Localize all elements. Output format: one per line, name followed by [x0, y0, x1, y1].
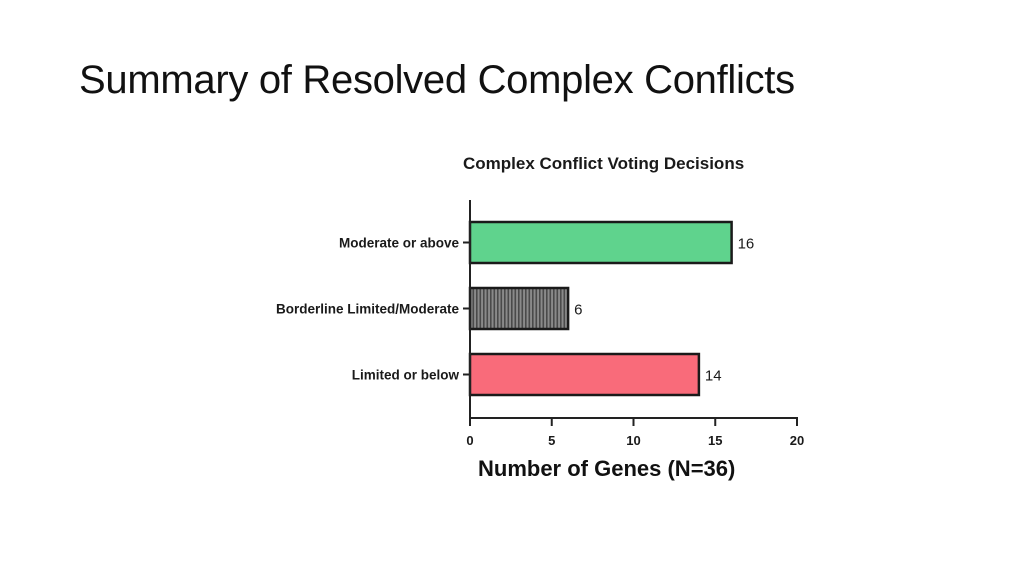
x-tick-label: 20 — [790, 433, 804, 448]
data-label: 6 — [574, 302, 582, 319]
bars-group: 16 6 14 — [468, 220, 755, 397]
x-tick-label: 15 — [708, 433, 722, 448]
category-label: Borderline Limited/Moderate — [276, 302, 460, 317]
category-label: Moderate or above — [339, 236, 460, 251]
x-axis-title: Number of Genes (N=36) — [478, 456, 736, 481]
category-label: Limited or below — [352, 368, 460, 383]
x-tick-label: 0 — [466, 433, 473, 448]
x-tick-label: 5 — [548, 433, 555, 448]
slide-title: Summary of Resolved Complex Conflicts — [79, 58, 795, 102]
x-ticks-group: 0 5 10 15 20 — [466, 418, 804, 448]
chart-title: Complex Conflict Voting Decisions — [463, 154, 745, 173]
x-tick-label: 10 — [626, 433, 640, 448]
data-label: 16 — [738, 236, 755, 253]
bar-0 — [468, 220, 733, 265]
bar-2 — [468, 352, 701, 397]
bar-1 — [468, 286, 570, 331]
data-label: 14 — [705, 368, 722, 385]
